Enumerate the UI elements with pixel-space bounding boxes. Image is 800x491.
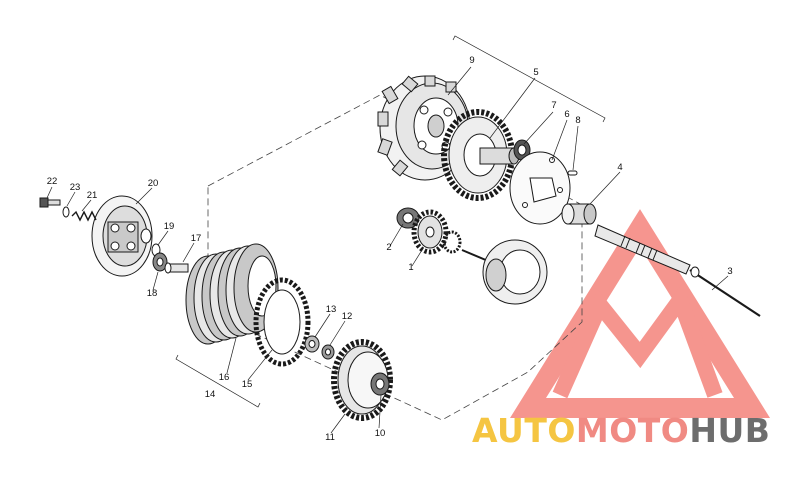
shaft-housing <box>461 239 548 305</box>
part-7-needle-bearing <box>513 139 531 161</box>
part-21-spring <box>71 210 97 222</box>
callout-11: 11 <box>325 432 335 443</box>
svg-text:AUTOMOTOHUB: AUTOMOTOHUB <box>472 411 770 450</box>
part-12-nut <box>321 344 335 360</box>
callout-10: 10 <box>375 428 386 439</box>
part-5-primary-gear <box>441 109 520 201</box>
callout-19: 19 <box>164 221 175 232</box>
leader-lines <box>46 66 729 434</box>
callout-5: 5 <box>533 67 538 78</box>
watermark-text: AUTOMOTOHUB <box>472 411 770 450</box>
part-8-pin <box>567 170 578 176</box>
callout-20: 20 <box>148 178 159 189</box>
watermark-logo-icon <box>510 209 770 418</box>
callout-21: 21 <box>87 190 98 201</box>
bracket-14 <box>175 354 261 408</box>
callout-8: 8 <box>575 115 580 126</box>
callout-18: 18 <box>147 288 158 299</box>
callout-12: 12 <box>342 311 353 322</box>
watermark-auto: AUTO <box>472 411 576 450</box>
part-17-pushrod <box>164 262 189 274</box>
callout-15: 15 <box>242 379 253 390</box>
part-6-plate <box>509 151 571 225</box>
callout-6: 6 <box>564 109 569 120</box>
part-20-pressure-plate <box>91 195 153 277</box>
callout-4: 4 <box>617 162 622 173</box>
callout-17: 17 <box>191 233 202 244</box>
callout-2: 2 <box>386 242 391 253</box>
callout-1: 1 <box>408 262 413 273</box>
watermark-hub: HUB <box>689 411 770 450</box>
callout-23: 23 <box>70 182 81 193</box>
part-3-push-rod <box>594 224 761 317</box>
callout-9: 9 <box>469 55 474 66</box>
callout-3: 3 <box>727 266 732 277</box>
part-22-bolt <box>39 197 61 208</box>
callout-22: 22 <box>47 176 58 187</box>
part-13-washer <box>304 335 320 353</box>
callout-16: 16 <box>219 372 230 383</box>
part-10-hub-bearing <box>370 372 390 396</box>
callout-labels: 9 5 7 6 8 4 3 2 1 20 22 23 21 19 17 18 1… <box>47 55 733 443</box>
part-4-bushing <box>561 203 597 225</box>
part-18-bearing <box>152 252 168 272</box>
part-15-steel-plate <box>253 277 311 367</box>
watermark-moto: MOTO <box>576 411 689 450</box>
callout-13: 13 <box>326 304 337 315</box>
part-23-washer <box>62 206 70 218</box>
part-11-clutch-hub <box>331 339 393 421</box>
part-1-gear <box>411 209 462 255</box>
callout-7: 7 <box>551 100 556 111</box>
bracket-5 <box>452 35 606 123</box>
callout-14: 14 <box>205 389 216 400</box>
